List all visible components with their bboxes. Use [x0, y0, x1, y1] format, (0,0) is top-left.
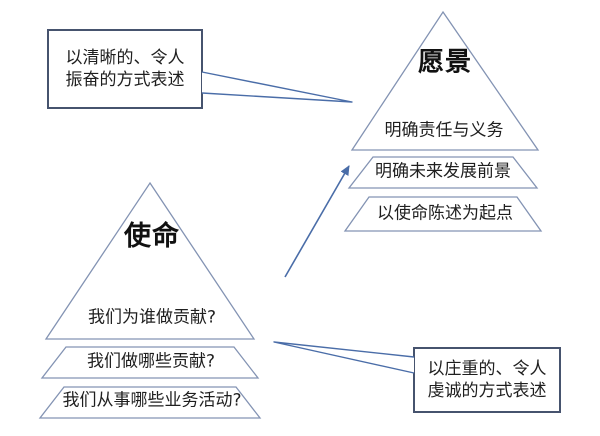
- mission-style-callout-text: 以庄重的、令人 虔诚的方式表述: [414, 348, 560, 412]
- mission-level-1: 我们为谁做贡献?: [87, 307, 217, 328]
- vision-pyramid-triangle: [350, 10, 540, 151]
- mission-level-3: 我们从事哪些业务活动?: [62, 390, 242, 411]
- vision-level-3: 以使命陈述为起点: [377, 203, 513, 224]
- vision-level-2: 明确未来发展前景: [375, 161, 511, 182]
- mission-style-callout-pointer: [273, 341, 415, 374]
- vision-title: 愿景: [417, 47, 473, 78]
- vision-style-callout-line-1: 以清晰的、令人: [65, 48, 185, 68]
- mission-to-vision-arrow: [284, 165, 350, 278]
- vision-level-1: 明确责任与义务: [384, 120, 504, 141]
- mission-style-callout-line-2: 虔诚的方式表述: [427, 381, 547, 401]
- mission-title: 使命: [124, 221, 180, 253]
- mission-style-callout-box: [413, 347, 561, 413]
- vision-style-callout-box: [47, 29, 203, 109]
- mission-pyramid-band-3: [38, 386, 262, 419]
- mission-pyramid-band-2: [40, 346, 260, 379]
- vision-style-callout-text: 以清晰的、令人 振奋的方式表述: [48, 30, 202, 108]
- vision-style-callout-pointer: [201, 71, 353, 103]
- vision-pyramid-band-3: [343, 196, 543, 232]
- mission-style-callout-line-1: 以庄重的、令人: [427, 359, 547, 379]
- mission-pyramid-triangle: [44, 181, 256, 340]
- vision-pyramid-band-2: [347, 156, 539, 189]
- vision-style-callout-line-2: 振奋的方式表述: [65, 70, 185, 90]
- mission-level-2: 我们做哪些贡献?: [86, 351, 216, 372]
